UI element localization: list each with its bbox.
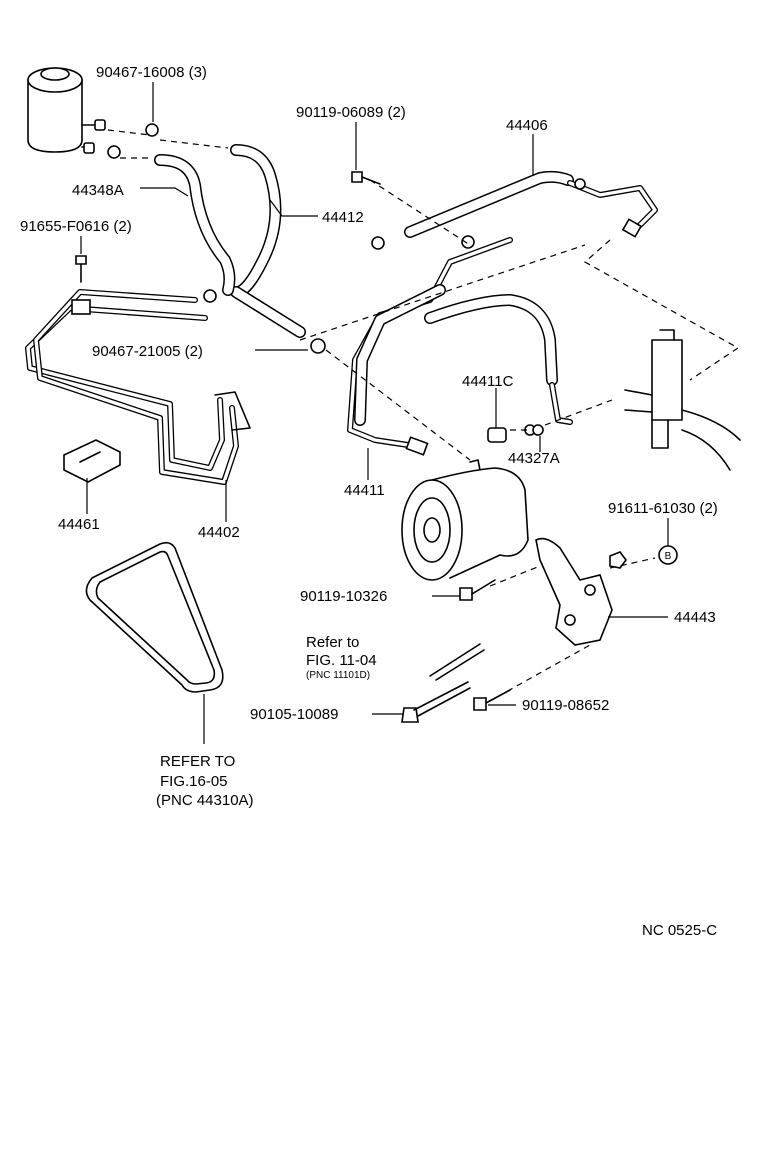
label-90119-10326: 90119-10326 bbox=[300, 588, 387, 605]
return-hose-44412 bbox=[230, 144, 306, 338]
bolt-90105-10089 bbox=[401, 681, 471, 723]
label-90467-21005: 90467-21005 (2) bbox=[92, 343, 203, 360]
label-91611-61030: 91611-61030 (2) bbox=[608, 500, 718, 517]
leader-lines bbox=[80, 82, 669, 744]
label-44411: 44411 bbox=[344, 482, 385, 499]
label-90105-10089: 90105-10089 bbox=[250, 706, 338, 723]
diagram-code: NC 0525-C bbox=[642, 922, 717, 939]
steering-gear bbox=[624, 329, 741, 471]
nut-91611 bbox=[609, 551, 627, 569]
reservoir-tank bbox=[27, 67, 106, 154]
label-44461: 44461 bbox=[58, 516, 100, 533]
bolt-90119-10326 bbox=[459, 579, 496, 601]
svg-text:REFER TO: REFER TO bbox=[160, 753, 235, 770]
v-belt bbox=[85, 541, 224, 693]
belt-reference-note: REFER TO FIG.16-05 (PNC 44310A) bbox=[156, 753, 254, 809]
label-90119-08652: 90119-08652 bbox=[522, 697, 609, 714]
svg-text:FIG. 11-04: FIG. 11-04 bbox=[306, 652, 377, 669]
part-labels: 90467-16008 (3) 90119-06089 (2) 44406 44… bbox=[20, 64, 718, 723]
gasket-44327a bbox=[524, 424, 544, 436]
bolt-91655 bbox=[75, 255, 87, 283]
svg-text:(PNC 11101D): (PNC 11101D) bbox=[306, 670, 370, 681]
svg-text:Refer to: Refer to bbox=[306, 634, 359, 651]
assembly-lines bbox=[107, 129, 740, 703]
cushion-44461 bbox=[63, 439, 121, 483]
label-44411c: 44411C bbox=[462, 373, 514, 390]
return-tube-44402 bbox=[25, 289, 251, 485]
stud-bolt bbox=[429, 643, 485, 681]
label-44402: 44402 bbox=[198, 524, 240, 541]
svg-text:FIG.16-05: FIG.16-05 bbox=[160, 773, 228, 790]
engine-reference-note: Refer to FIG. 11-04 (PNC 11101D) bbox=[306, 634, 377, 681]
pressure-hose-44411 bbox=[347, 237, 573, 456]
bolt-90119-06089 bbox=[351, 171, 381, 185]
label-44327a: 44327A bbox=[508, 450, 560, 467]
label-44406: 44406 bbox=[506, 117, 548, 134]
clip bbox=[310, 178, 586, 354]
label-44348a: 44348A bbox=[72, 182, 124, 199]
svg-text:B: B bbox=[665, 551, 672, 562]
hose-clamp bbox=[107, 123, 217, 303]
svg-text:(PNC 44310A): (PNC 44310A) bbox=[156, 792, 254, 809]
union-44411c bbox=[487, 427, 507, 443]
label-44412: 44412 bbox=[322, 209, 364, 226]
hose-44348a bbox=[154, 154, 236, 296]
label-90467-16008: 90467-16008 (3) bbox=[96, 64, 207, 81]
pressure-tube-44406 bbox=[404, 170, 658, 238]
power-steering-pump bbox=[401, 459, 529, 581]
label-90119-06089: 90119-06089 (2) bbox=[296, 104, 406, 121]
marker-b: B bbox=[658, 545, 678, 565]
bracket-44443 bbox=[535, 537, 613, 646]
label-91655-f0616: 91655-F0616 (2) bbox=[20, 218, 132, 235]
label-44443: 44443 bbox=[674, 609, 716, 626]
